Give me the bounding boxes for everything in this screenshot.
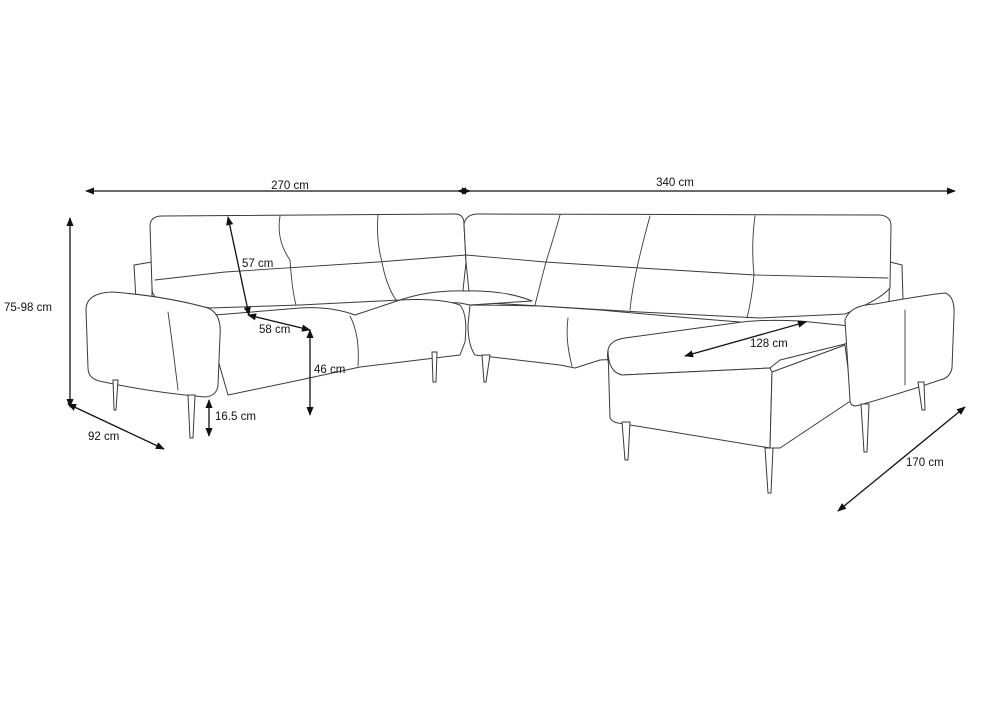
right-backrest-divider-1 <box>534 214 561 306</box>
seat-height-label: 46 cm <box>314 364 345 376</box>
right-backrest-divider-2 <box>629 215 651 311</box>
chaise-length-arrow <box>837 406 966 512</box>
left-seat-front <box>214 299 467 396</box>
left-backrest-divider-2 <box>377 214 397 301</box>
leg-right-armrest-back <box>917 381 926 411</box>
left-armrest-front-edge <box>167 311 179 391</box>
backrest-label: 57 cm <box>242 258 273 270</box>
leg-left-armrest-back <box>112 379 119 411</box>
width-right-label: 340 cm <box>656 177 694 189</box>
dimension-annotations: 270 cm 340 cm 75-98 cm 92 cm 57 cm 58 cm… <box>4 177 966 512</box>
chaise-length-label: 170 cm <box>906 457 944 469</box>
leg-left-armrest-front <box>187 394 196 439</box>
left-backrest-seam <box>154 254 467 281</box>
right-armrest <box>844 292 955 407</box>
depth-label: 92 cm <box>88 431 119 443</box>
chaise-side <box>769 344 853 449</box>
corner-sofa-drawing <box>85 213 955 494</box>
backrest-arrow <box>226 216 251 316</box>
leg-chaise-front <box>764 447 774 494</box>
leg-height-label: 16.5 cm <box>215 411 256 423</box>
width-left-label: 270 cm <box>271 180 309 192</box>
right-backrest <box>463 213 892 319</box>
right-backrest-divider-3 <box>746 215 756 319</box>
leg-right-armrest-front <box>860 403 870 453</box>
height-label: 75-98 cm <box>4 302 52 314</box>
depth-arrow <box>67 403 165 450</box>
leg-corner <box>481 354 491 383</box>
right-seat-cushion-seam <box>566 317 573 367</box>
leg-chaise-left <box>621 421 631 461</box>
right-backrest-seam <box>465 254 889 279</box>
left-backrest-divider-1 <box>278 215 297 306</box>
leg-left-seat <box>431 351 438 383</box>
chaise-width-label: 128 cm <box>750 338 788 350</box>
left-backrest <box>149 213 467 309</box>
right-back-side-panel <box>888 261 904 303</box>
chaise-width-arrow <box>684 320 807 358</box>
left-seat-cushion-seam <box>349 315 359 367</box>
seat-depth-label: 58 cm <box>259 324 290 336</box>
seat-depth-arrow <box>247 313 311 332</box>
left-armrest <box>85 291 221 398</box>
